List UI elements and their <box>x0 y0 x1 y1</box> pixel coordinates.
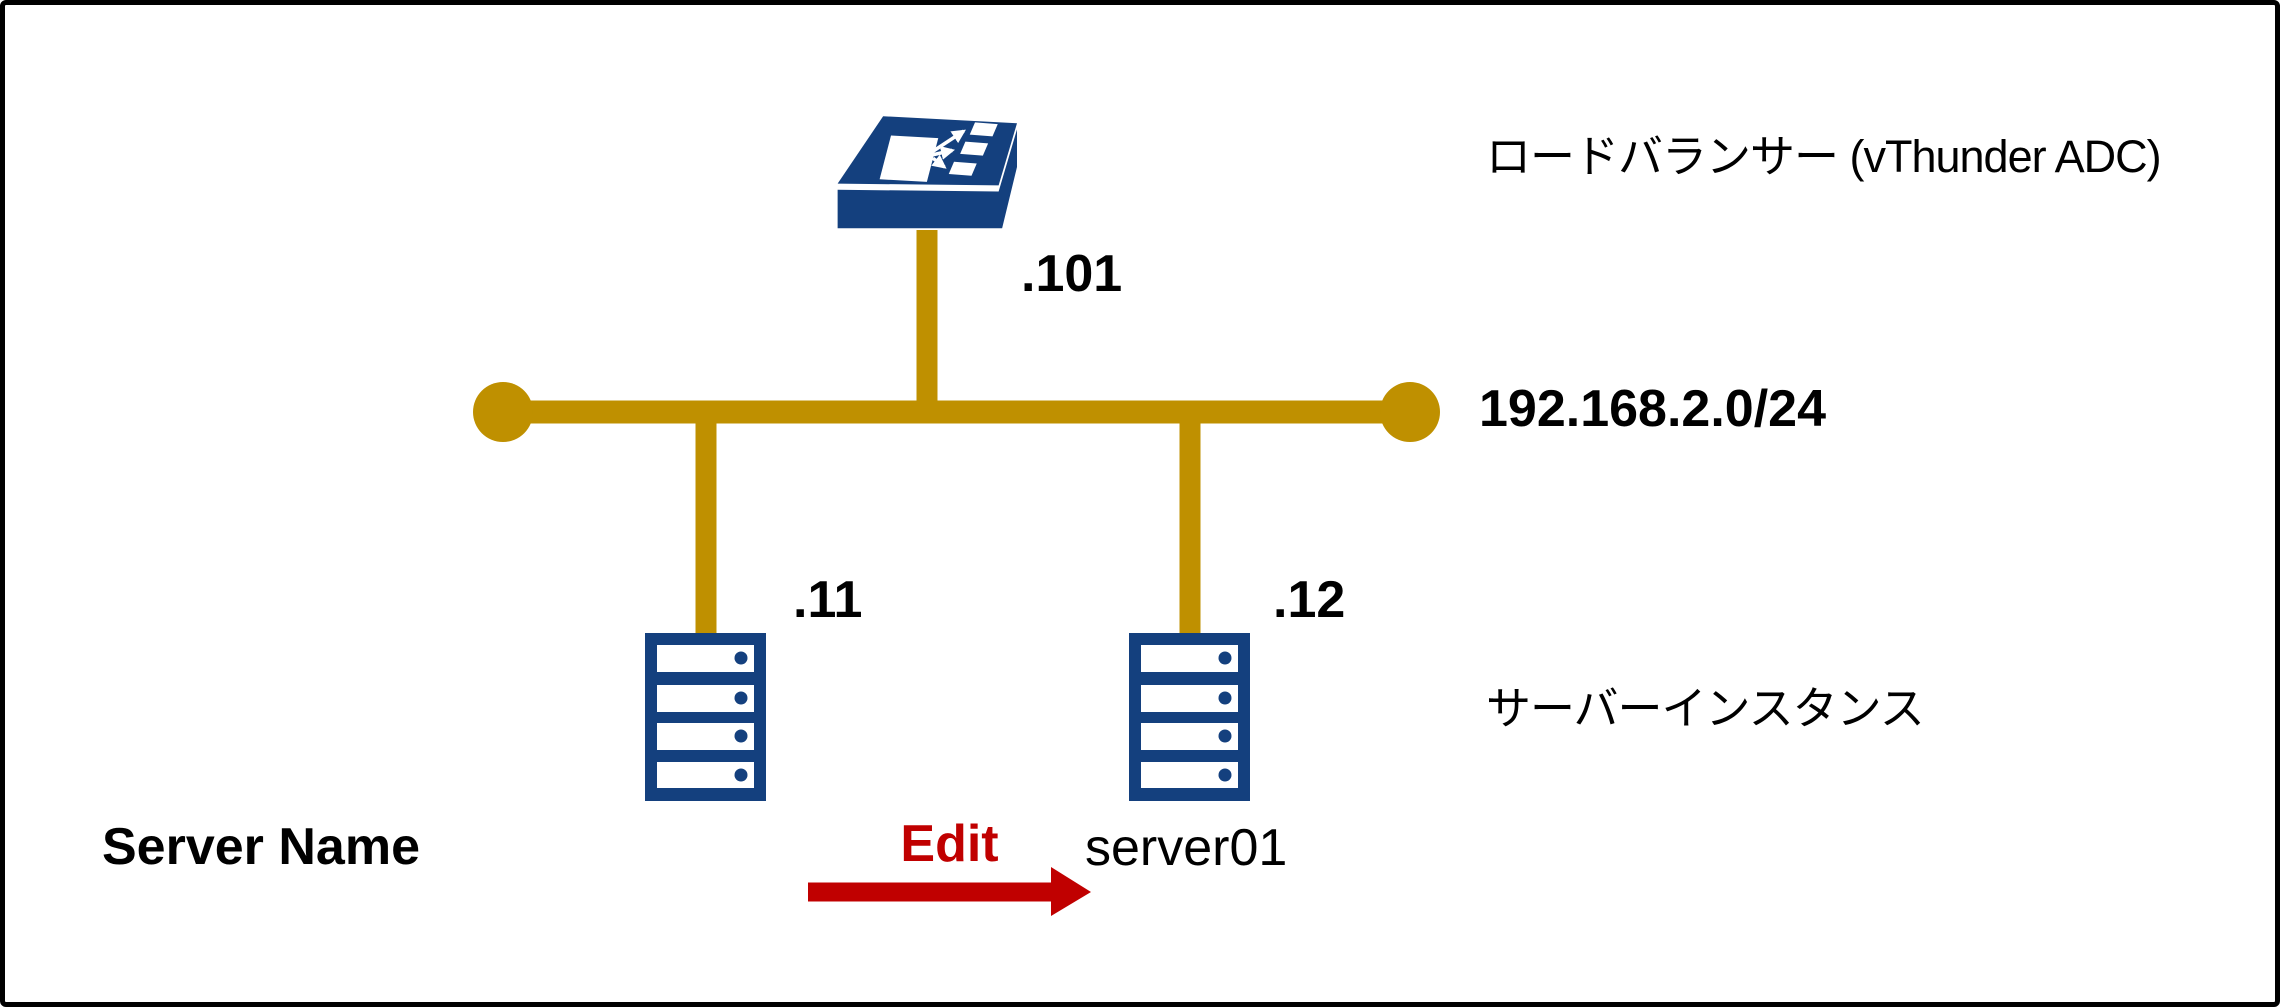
server1-ip-label: .11 <box>793 571 863 629</box>
server2-ip-label: .12 <box>1273 571 1346 629</box>
network-endpoint-dot-left <box>473 382 533 442</box>
load-balancer-icon <box>837 116 1017 229</box>
load-balancer-ip-label: .101 <box>1021 245 1123 303</box>
edit-action-label: Edit <box>900 815 999 873</box>
server-icon <box>1129 633 1250 801</box>
server-name-field-label: Server Name <box>102 818 420 876</box>
server-group-label: サーバーインスタンス <box>1486 683 1925 734</box>
edit-arrow-icon <box>808 867 1091 916</box>
network-cidr-label: 192.168.2.0/24 <box>1479 380 1826 438</box>
server-icon <box>645 633 766 801</box>
network-endpoint-dot-right <box>1380 382 1440 442</box>
connector-lines-layer <box>473 230 1440 916</box>
server-name-value: server01 <box>1085 819 1288 877</box>
load-balancer-label: ロードバランサー (vThunder ADC) <box>1486 131 2162 182</box>
